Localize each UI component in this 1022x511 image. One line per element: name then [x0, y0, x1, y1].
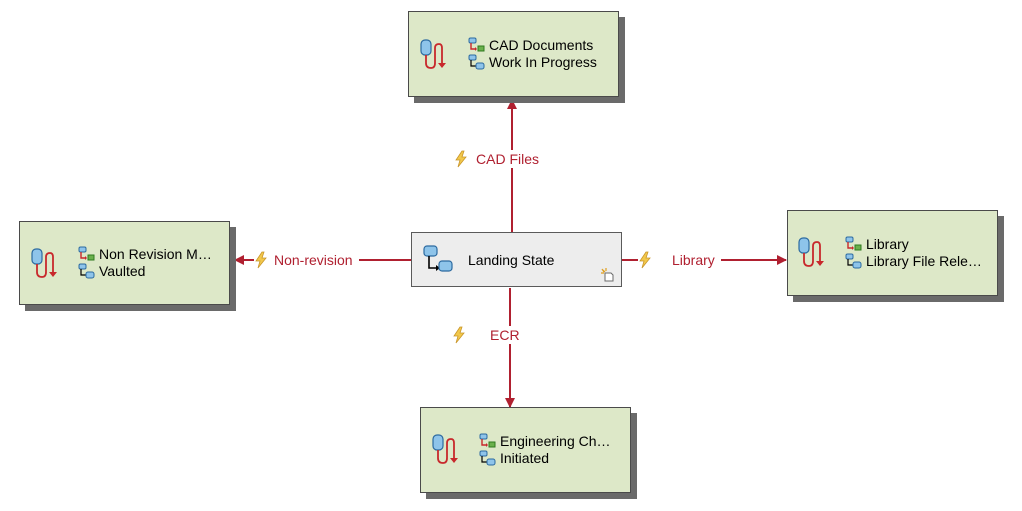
- state-transition-icon: [845, 236, 862, 250]
- state-transition-icon: [78, 246, 95, 260]
- state-icon: [479, 450, 496, 465]
- landing-state-node[interactable]: Landing State: [411, 232, 622, 287]
- landing-state-icon: [423, 245, 453, 272]
- node-line2: Work In Progress: [489, 53, 597, 70]
- state-icon: [78, 263, 95, 278]
- state-icon: [468, 54, 485, 69]
- lightning-bolt-icon: [255, 251, 267, 269]
- node-line1: Library: [866, 235, 909, 252]
- connector-bottom-label[interactable]: ECR: [452, 326, 520, 344]
- node-row: Non Revision M…: [78, 245, 212, 262]
- landing-state-label: Landing State: [468, 252, 555, 268]
- node-row: CAD Documents: [468, 36, 597, 53]
- connector-right-label[interactable]: Library: [638, 251, 721, 269]
- node-line1: Engineering Ch…: [500, 432, 611, 449]
- node-line2: Library File Rele…: [866, 252, 982, 269]
- state-transition-icon: [468, 37, 485, 51]
- lightning-bolt-icon: [639, 251, 651, 269]
- connector-right-text: Library: [672, 252, 715, 268]
- lightning-bolt-icon: [455, 150, 467, 168]
- state-node-cad-documents[interactable]: CAD Documents Work In Progress: [408, 11, 619, 97]
- node-line1: CAD Documents: [489, 36, 594, 53]
- connector-bottom-text: ECR: [490, 327, 520, 343]
- state-node-non-revision[interactable]: Non Revision M… Vaulted: [19, 221, 230, 305]
- node-row: Vaulted: [78, 262, 212, 279]
- workflow-icon: [31, 248, 57, 278]
- state-node-library[interactable]: Library Library File Rele…: [787, 210, 998, 296]
- node-row: Library: [845, 235, 982, 252]
- node-row: Work In Progress: [468, 53, 597, 70]
- lightning-bolt-icon: [453, 326, 465, 344]
- connector-top-text: CAD Files: [476, 151, 540, 167]
- state-transition-icon: [479, 433, 496, 447]
- node-line1: Non Revision M…: [99, 245, 212, 262]
- state-node-engineering-change[interactable]: Engineering Ch… Initiated: [420, 407, 631, 493]
- connector-top-label[interactable]: CAD Files: [454, 150, 540, 168]
- workflow-icon: [798, 237, 824, 267]
- node-row: Library File Rele…: [845, 252, 982, 269]
- state-icon: [845, 253, 862, 268]
- node-line2: Vaulted: [99, 262, 146, 279]
- workflow-icon: [432, 434, 458, 464]
- new-item-icon[interactable]: [601, 268, 615, 282]
- workflow-icon: [420, 39, 446, 69]
- connector-left-text: Non-revision: [274, 252, 353, 268]
- connector-left-label[interactable]: Non-revision: [254, 251, 359, 269]
- node-line2: Initiated: [500, 449, 550, 466]
- node-row: Engineering Ch…: [479, 432, 611, 449]
- node-row: Initiated: [479, 449, 611, 466]
